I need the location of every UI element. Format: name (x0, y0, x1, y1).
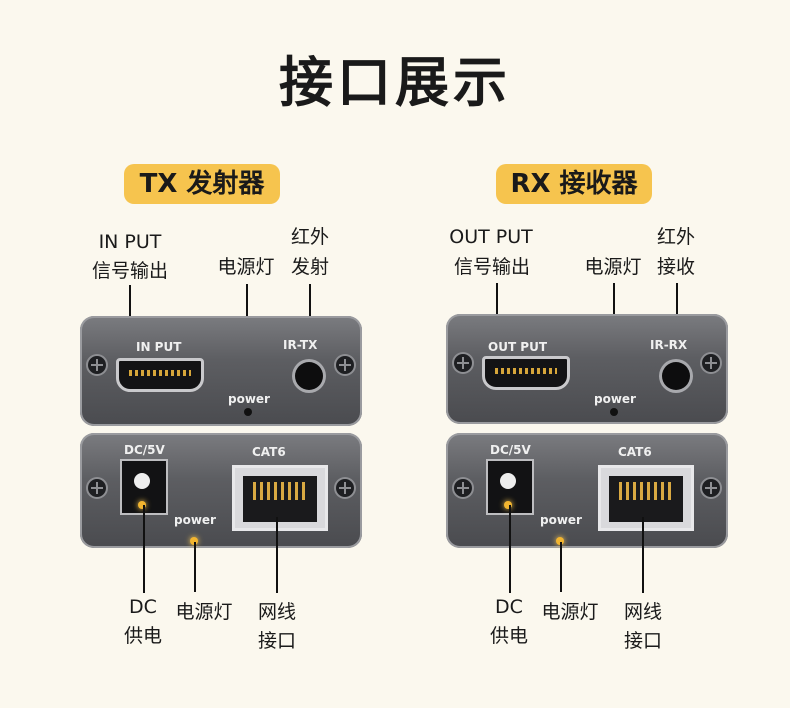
tx-panel-cat-text: CAT6 (252, 445, 286, 459)
tx-rear-panel: DC/5V CAT6 power (80, 433, 362, 548)
tx-panel-power2-text: power (174, 513, 216, 527)
rx-net-pointer (642, 517, 644, 593)
tx-led2-label: 电源灯 (175, 601, 233, 623)
tx-net-pointer (276, 517, 278, 593)
rx-panel-power-text: power (594, 392, 636, 406)
tx-net-label-2: 接口 (257, 630, 296, 652)
tx-input-label-en: IN PUT (98, 231, 162, 253)
rx-panel-dc-text: DC/5V (490, 443, 531, 457)
rx-panel-cat-text: CAT6 (618, 445, 652, 459)
screw-icon (702, 479, 720, 497)
rx-ir-label-1: 红外 (656, 226, 695, 248)
hdmi-port-icon (482, 356, 570, 390)
rx-panel-output-text: OUT PUT (488, 340, 548, 354)
ir-jack-icon (662, 362, 690, 390)
screw-icon (454, 479, 472, 497)
tx-dc-label-1: DC (129, 596, 157, 618)
screw-icon (88, 356, 106, 374)
screw-icon (88, 479, 106, 497)
tx-net-label-1: 网线 (257, 601, 296, 623)
rj45-port-icon (232, 465, 328, 531)
rx-panel-power2-text: power (540, 513, 582, 527)
tx-ir-label-2: 发射 (290, 256, 329, 278)
rx-led-label: 电源灯 (584, 256, 642, 278)
tx-front-panel: IN PUT IR-TX power (80, 316, 362, 426)
dc-jack-icon (120, 459, 168, 515)
tx-panel-power-text: power (228, 392, 270, 406)
rx-ir-label-2: 接收 (656, 256, 695, 278)
tx-panel-ir-text: IR-TX (283, 338, 318, 352)
rx-dc-label-1: DC (495, 596, 523, 618)
page-title: 接口展示 (279, 51, 511, 114)
rx-dc-label-2: 供电 (489, 625, 528, 647)
rx-led2-pointer (560, 542, 562, 592)
rx-output-label-en: OUT PUT (449, 226, 533, 248)
tx-led-label: 电源灯 (217, 256, 275, 278)
screw-icon (336, 479, 354, 497)
rx-rear-panel: DC/5V CAT6 power (446, 433, 728, 548)
tx-dc-pointer (143, 505, 145, 593)
power-led-icon (610, 408, 618, 416)
screw-icon (454, 354, 472, 372)
dc-led-icon (504, 501, 512, 509)
rx-net-label-2: 接口 (623, 630, 662, 652)
tx-led2-pointer (194, 542, 196, 592)
tx-ir-label-1: 红外 (290, 226, 329, 248)
power-led-icon (556, 537, 564, 545)
ir-jack-icon (295, 362, 323, 390)
rx-panel-ir-text: IR-RX (650, 338, 688, 352)
rx-net-label-1: 网线 (623, 601, 662, 623)
screw-icon (336, 356, 354, 374)
tx-dc-label-2: 供电 (123, 625, 162, 647)
tx-panel-dc-text: DC/5V (124, 443, 165, 457)
tx-input-label-cn: 信号输出 (91, 260, 168, 282)
rx-led2-label: 电源灯 (541, 601, 599, 623)
tx-panel-input-text: IN PUT (136, 340, 182, 354)
rx-badge: RX 接收器 (496, 164, 652, 204)
power-led-icon (190, 537, 198, 545)
rx-front-panel: OUT PUT IR-RX power (446, 314, 728, 424)
rx-output-label-cn: 信号输出 (453, 256, 530, 278)
rx-dc-pointer (509, 505, 511, 593)
screw-icon (702, 354, 720, 372)
power-led-icon (244, 408, 252, 416)
rj45-port-icon (598, 465, 694, 531)
dc-led-icon (138, 501, 146, 509)
hdmi-port-icon (116, 358, 204, 392)
tx-badge: TX 发射器 (124, 164, 280, 204)
